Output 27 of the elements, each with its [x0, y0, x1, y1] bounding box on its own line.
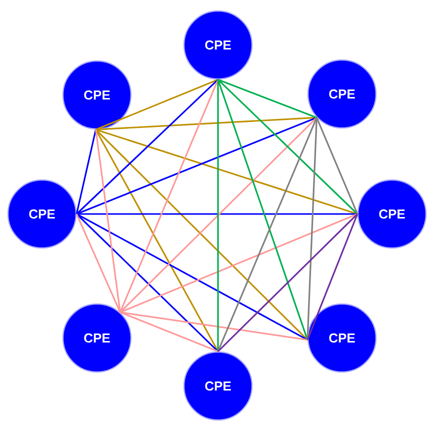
connector-line	[76, 213, 358, 215]
connector-line	[76, 129, 97, 214]
connector-line	[120, 312, 308, 341]
connector-line	[95, 129, 121, 312]
connector-line	[306, 118, 318, 340]
connector-line	[217, 213, 358, 352]
connector-line	[120, 312, 218, 352]
connector-line	[95, 129, 219, 352]
connector-line	[76, 116, 317, 215]
connector-line	[96, 78, 218, 130]
connector-line	[306, 214, 358, 340]
connector-line	[95, 129, 308, 340]
connector-line	[217, 79, 358, 215]
connector-line	[217, 117, 318, 352]
connector-line	[120, 117, 318, 313]
connector-line	[316, 117, 358, 214]
connector-line	[217, 80, 219, 352]
connector-line	[120, 213, 358, 314]
connector-line	[76, 79, 219, 215]
connector-line	[119, 79, 219, 313]
connector-line	[76, 213, 308, 341]
connector-line	[76, 214, 121, 313]
connector-line	[96, 128, 358, 215]
connector-line	[218, 78, 317, 118]
connector-line	[76, 213, 219, 352]
connector-line	[96, 116, 317, 130]
connector-line	[217, 79, 308, 340]
